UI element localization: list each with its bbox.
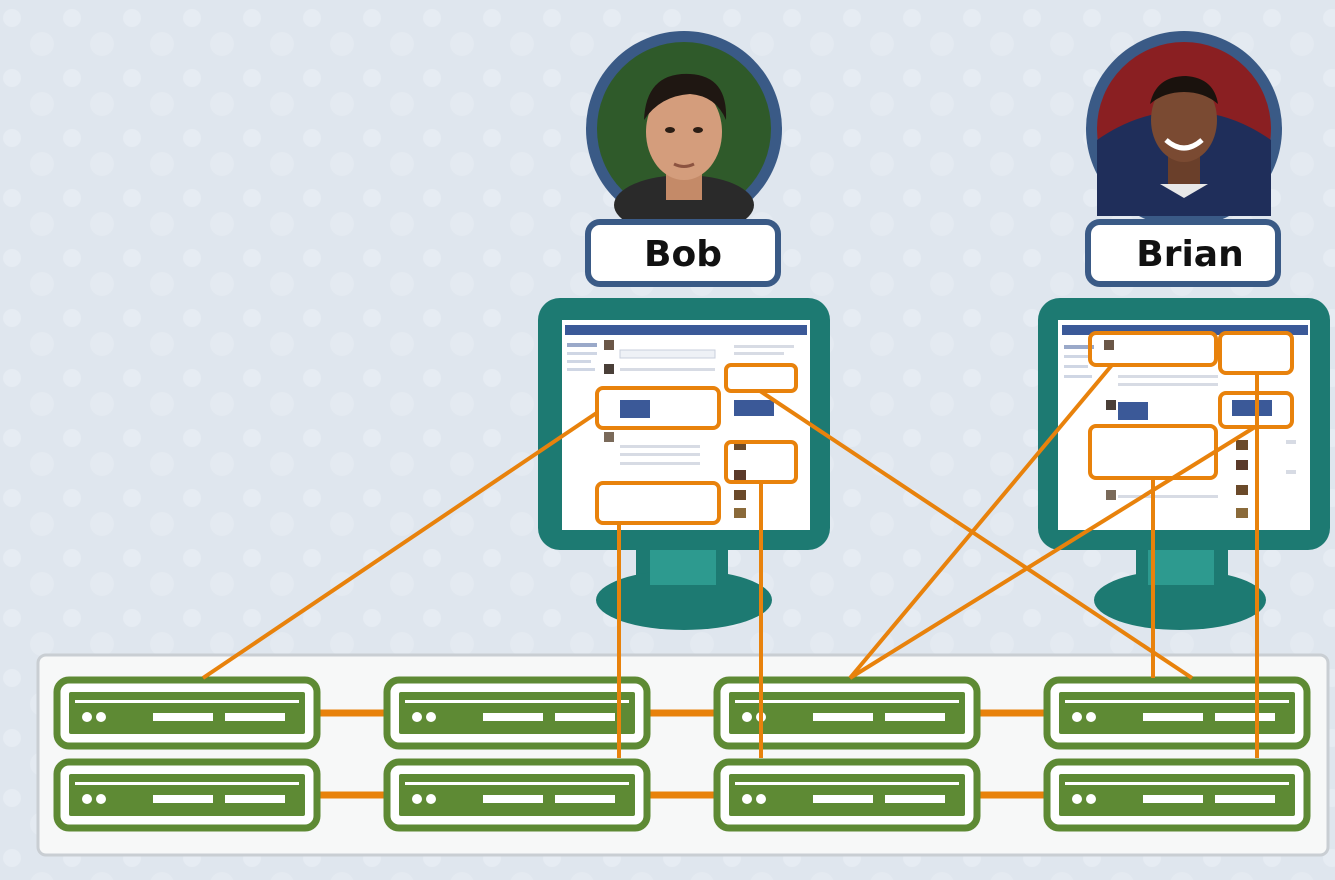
user-bob: Bob: [538, 31, 830, 630]
data-connections: [201, 363, 1259, 758]
server-unit-icon: [383, 676, 651, 750]
person-photo-icon: [1097, 76, 1271, 216]
connection-line: [848, 425, 1257, 680]
server-unit-icon: [53, 676, 321, 750]
server-rack-panel: [36, 653, 1330, 857]
user-name: Bob: [644, 234, 722, 275]
user-name-label: [1085, 219, 1281, 287]
user-name-label: [585, 219, 781, 287]
user-name: Brian: [1136, 234, 1243, 275]
server-unit-icon: [1043, 758, 1311, 832]
computer-monitor-icon: [538, 298, 830, 630]
connection-line: [758, 389, 1194, 680]
server-grid: [53, 676, 1311, 832]
server-unit-icon: [383, 758, 651, 832]
highlight-box: [1088, 331, 1218, 367]
server-unit-icon: [1043, 676, 1311, 750]
rack-links: [318, 709, 1048, 799]
connection-line: [201, 410, 600, 680]
server-unit-icon: [713, 758, 981, 832]
server-unit-icon: [53, 758, 321, 832]
connection-line: [848, 363, 1114, 680]
highlight-box: [595, 386, 721, 430]
server-unit-icon: [713, 676, 981, 750]
highlight-box: [595, 481, 721, 525]
